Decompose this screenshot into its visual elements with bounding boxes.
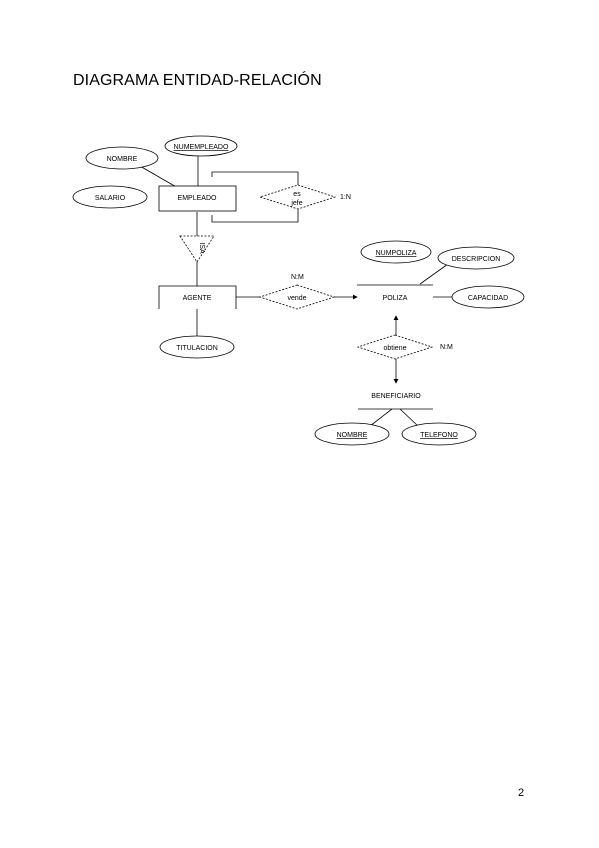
relationship-vende[interactable]: vende: [258, 284, 336, 310]
attr-descripcion-label: DESCRIPCION: [452, 256, 501, 263]
page-title: DIAGRAMA ENTIDAD-RELACIÓN: [73, 72, 322, 89]
entity-poliza-label: POLIZA: [383, 295, 408, 302]
attr-numempleado[interactable]: NUMEMPLEADO: [164, 135, 238, 157]
relationship-vende-label: vende: [287, 295, 306, 302]
attr-salario-label: SALARIO: [95, 195, 126, 202]
isa-label: ISA: [198, 242, 205, 254]
entity-poliza[interactable]: POLIZA: [357, 284, 433, 302]
attr-numpoliza-label: NUMPOLIZA: [376, 250, 417, 257]
attr-telefono-label: TELEFONO: [420, 432, 458, 439]
attr-numpoliza[interactable]: NUMPOLIZA: [360, 240, 432, 264]
attr-nombre-label: NOMBRE: [107, 156, 138, 163]
entity-empleado[interactable]: EMPLEADO: [158, 185, 237, 212]
attr-nombre[interactable]: NOMBRE: [85, 146, 159, 170]
relationship-es-jefe[interactable]: es jefe: [258, 184, 337, 210]
attr-numempleado-label: NUMEMPLEADO: [174, 144, 229, 151]
attr-beneficiario-nombre[interactable]: NOMBRE: [314, 422, 390, 446]
relationship-es-jefe-line2: jefe: [290, 200, 302, 207]
isa-triangle[interactable]: ISA: [179, 235, 215, 263]
attr-beneficiario-nombre-label: NOMBRE: [337, 432, 368, 439]
entity-empleado-label: EMPLEADO: [178, 195, 217, 202]
page-number: 2: [518, 787, 525, 799]
connector-lines: [132, 155, 452, 427]
attr-capacidad-label: CAPACIDAD: [468, 295, 508, 302]
attr-descripcion[interactable]: DESCRIPCION: [437, 246, 515, 270]
entity-beneficiario-label: BENEFICIARIO: [371, 393, 421, 400]
attr-capacidad[interactable]: CAPACIDAD: [451, 285, 525, 309]
relationship-obtiene[interactable]: obtiene: [356, 334, 434, 360]
attr-telefono[interactable]: TELEFONO: [401, 422, 477, 446]
relationship-obtiene-label: obtiene: [384, 345, 407, 352]
entity-agente-label: AGENTE: [183, 295, 212, 302]
attr-titulacion[interactable]: TITULACION: [159, 335, 235, 359]
entity-agente[interactable]: AGENTE: [158, 285, 237, 309]
cardinality-obtiene: N:M: [440, 344, 453, 351]
cardinality-vende: N:M: [291, 274, 304, 281]
entity-beneficiario[interactable]: BENEFICIARIO: [358, 393, 433, 410]
relationship-es-jefe-line1: es: [293, 191, 301, 198]
attr-salario[interactable]: SALARIO: [72, 185, 148, 209]
cardinality-es-jefe: 1:N: [340, 194, 351, 201]
attr-titulacion-label: TITULACION: [176, 345, 218, 352]
